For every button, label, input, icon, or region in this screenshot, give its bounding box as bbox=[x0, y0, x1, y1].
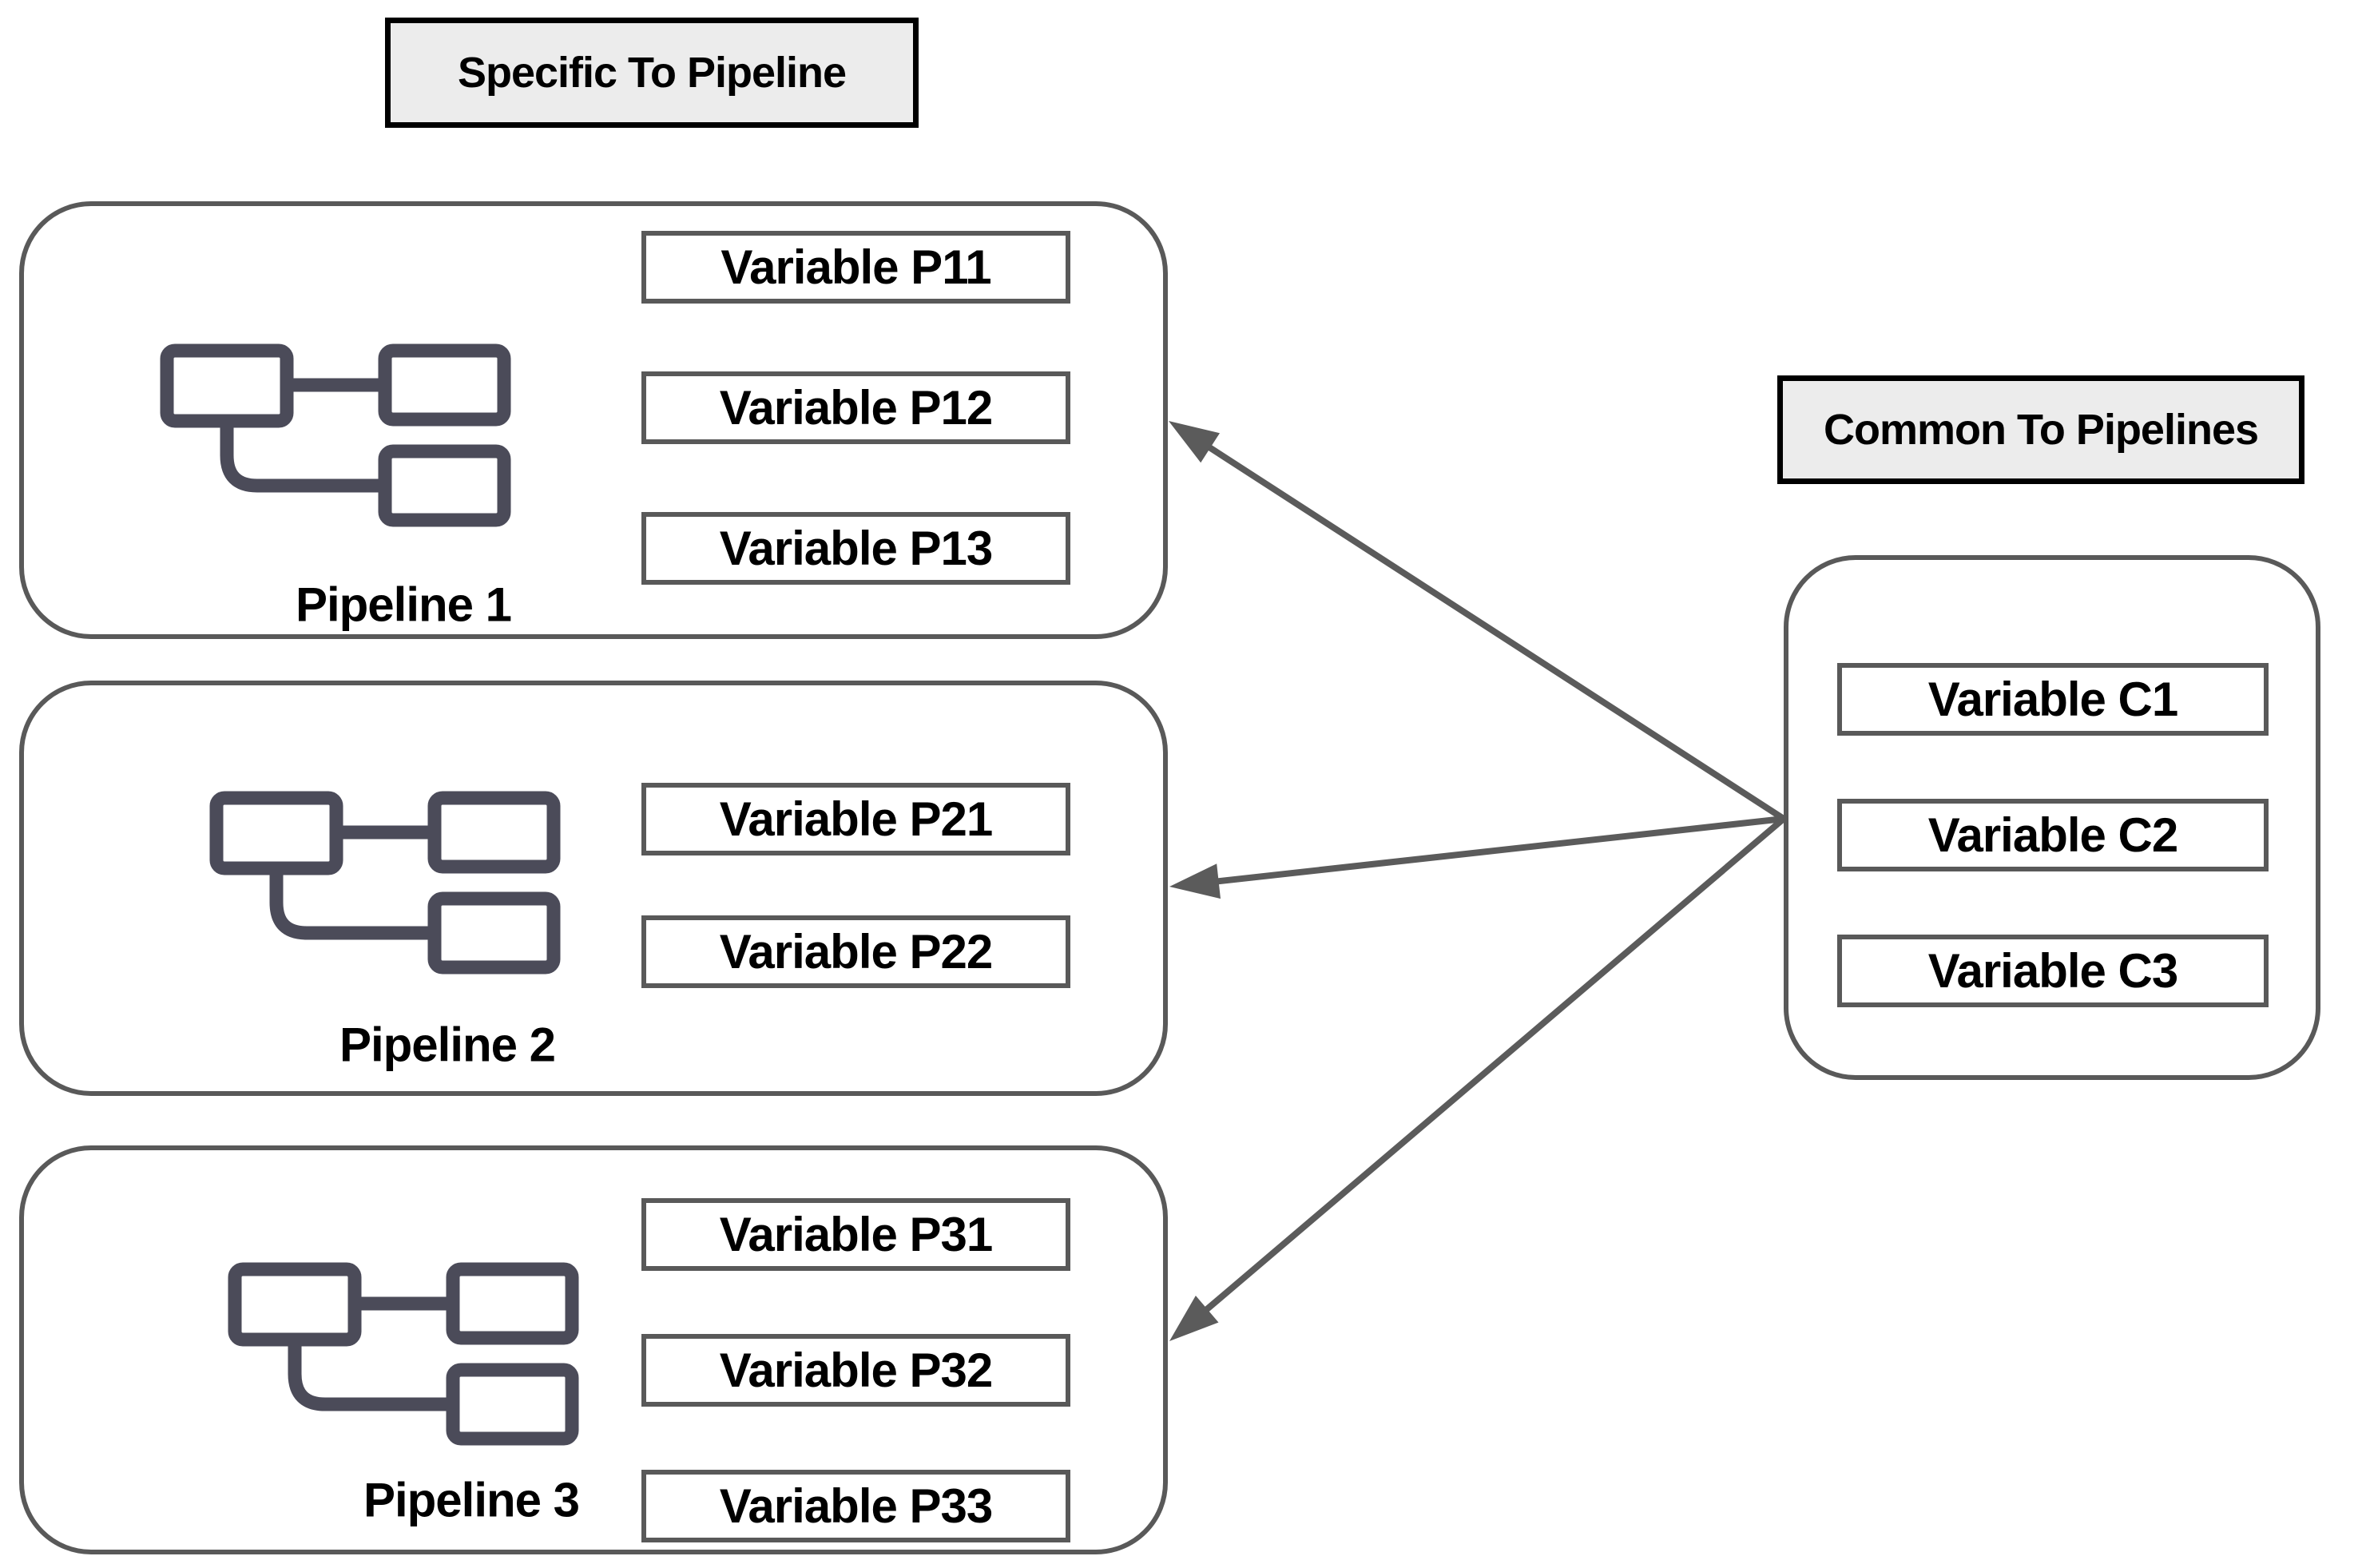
arrow-common-to-pipeline-2 bbox=[1169, 816, 1784, 899]
variable-p21-label: Variable P21 bbox=[719, 792, 994, 846]
pipeline-2-container bbox=[19, 681, 1168, 1096]
pipeline-1-label: Pipeline 1 bbox=[295, 578, 512, 632]
variable-box-c2: Variable C2 bbox=[1837, 799, 2269, 871]
variable-box-p21: Variable P21 bbox=[641, 783, 1070, 855]
variable-box-p22: Variable P22 bbox=[641, 915, 1070, 988]
variable-box-p33: Variable P33 bbox=[641, 1470, 1070, 1542]
variable-box-p12: Variable P12 bbox=[641, 371, 1070, 444]
pipeline-3-flowchart-icon bbox=[228, 1262, 579, 1446]
pipeline-2-label: Pipeline 2 bbox=[339, 1018, 556, 1072]
variable-box-p32: Variable P32 bbox=[641, 1334, 1070, 1407]
heading-common-label: Common To Pipelines bbox=[1823, 406, 2259, 454]
heading-common-to-pipelines: Common To Pipelines bbox=[1777, 375, 2304, 484]
pipeline-2-flowchart-icon bbox=[209, 791, 561, 975]
variable-p33-label: Variable P33 bbox=[719, 1479, 994, 1533]
variable-p12-label: Variable P12 bbox=[719, 381, 994, 435]
heading-specific-label: Specific To Pipeline bbox=[457, 49, 847, 97]
variable-box-p11: Variable P11 bbox=[641, 231, 1070, 304]
pipeline-1-flowchart-icon bbox=[160, 343, 511, 527]
variable-p13-label: Variable P13 bbox=[719, 522, 994, 575]
variable-p22-label: Variable P22 bbox=[719, 925, 994, 979]
pipeline-3-label: Pipeline 3 bbox=[363, 1473, 580, 1527]
variable-c1-label: Variable C1 bbox=[1927, 673, 2179, 726]
variable-p32-label: Variable P32 bbox=[719, 1344, 994, 1397]
variable-box-p31: Variable P31 bbox=[641, 1198, 1070, 1271]
variable-c3-label: Variable C3 bbox=[1927, 944, 2179, 998]
variable-box-c1: Variable C1 bbox=[1837, 663, 2269, 736]
variable-box-c3: Variable C3 bbox=[1837, 935, 2269, 1007]
variable-box-p13: Variable P13 bbox=[641, 512, 1070, 585]
variable-p31-label: Variable P31 bbox=[719, 1208, 994, 1261]
variable-p11-label: Variable P11 bbox=[721, 240, 991, 294]
arrow-common-to-pipeline-3 bbox=[1169, 816, 1786, 1341]
variable-c2-label: Variable C2 bbox=[1927, 808, 2179, 862]
arrow-common-to-pipeline-1 bbox=[1169, 421, 1786, 822]
heading-specific-to-pipeline: Specific To Pipeline bbox=[385, 18, 919, 128]
